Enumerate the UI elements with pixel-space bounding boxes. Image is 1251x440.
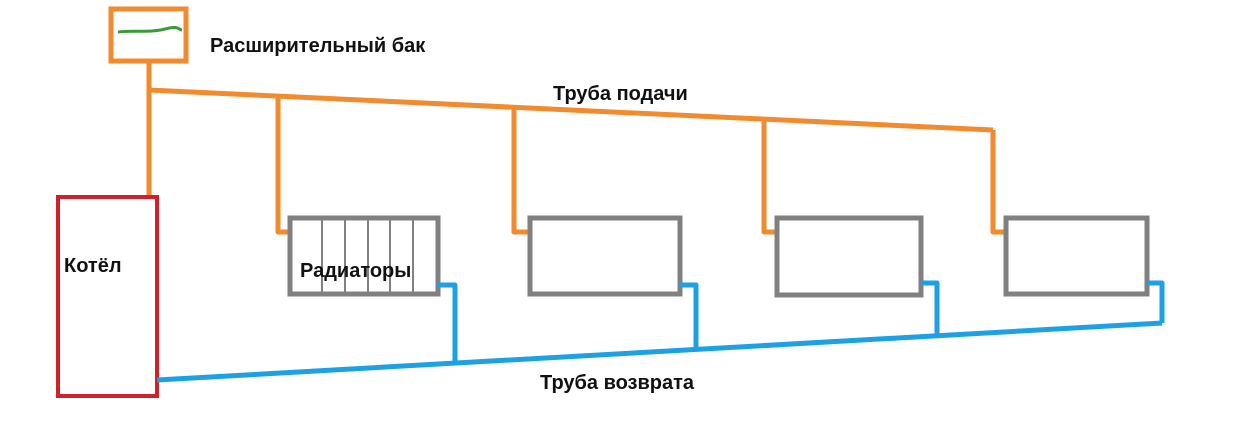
radiator-4 <box>1003 215 1150 297</box>
supply-branch-3 <box>761 120 777 235</box>
radiators <box>287 215 1150 298</box>
expansion-tank <box>108 6 189 64</box>
boiler <box>56 195 159 398</box>
supply-branch-2 <box>511 108 530 235</box>
expansion-tank-water-level <box>117 25 183 34</box>
radiator-3 <box>774 215 924 298</box>
radiator-1-sections <box>321 220 414 292</box>
radiator-1 <box>287 215 441 297</box>
boiler-label: Котёл <box>64 255 122 277</box>
return-branch-4 <box>1147 280 1165 323</box>
radiator-1-body <box>287 215 441 297</box>
expansion-tank-label: Расширительный бак <box>210 35 426 57</box>
supply-branch-1 <box>275 97 290 235</box>
supply-pipe <box>146 61 1006 235</box>
return-pipe-label: Труба возврата <box>540 372 695 394</box>
radiator-2 <box>527 215 683 297</box>
supply-main-line <box>148 87 994 133</box>
return-branch-1 <box>438 282 458 361</box>
supply-pipe-label: Труба подачи <box>553 83 688 105</box>
return-pipe <box>156 280 1165 383</box>
return-branch-2 <box>680 282 699 349</box>
return-branch-3 <box>921 280 940 334</box>
return-main-line <box>156 320 1163 383</box>
expansion-tank-body <box>108 6 189 64</box>
radiators-label: Радиаторы <box>300 260 411 282</box>
supply-branch-4 <box>990 130 1006 235</box>
